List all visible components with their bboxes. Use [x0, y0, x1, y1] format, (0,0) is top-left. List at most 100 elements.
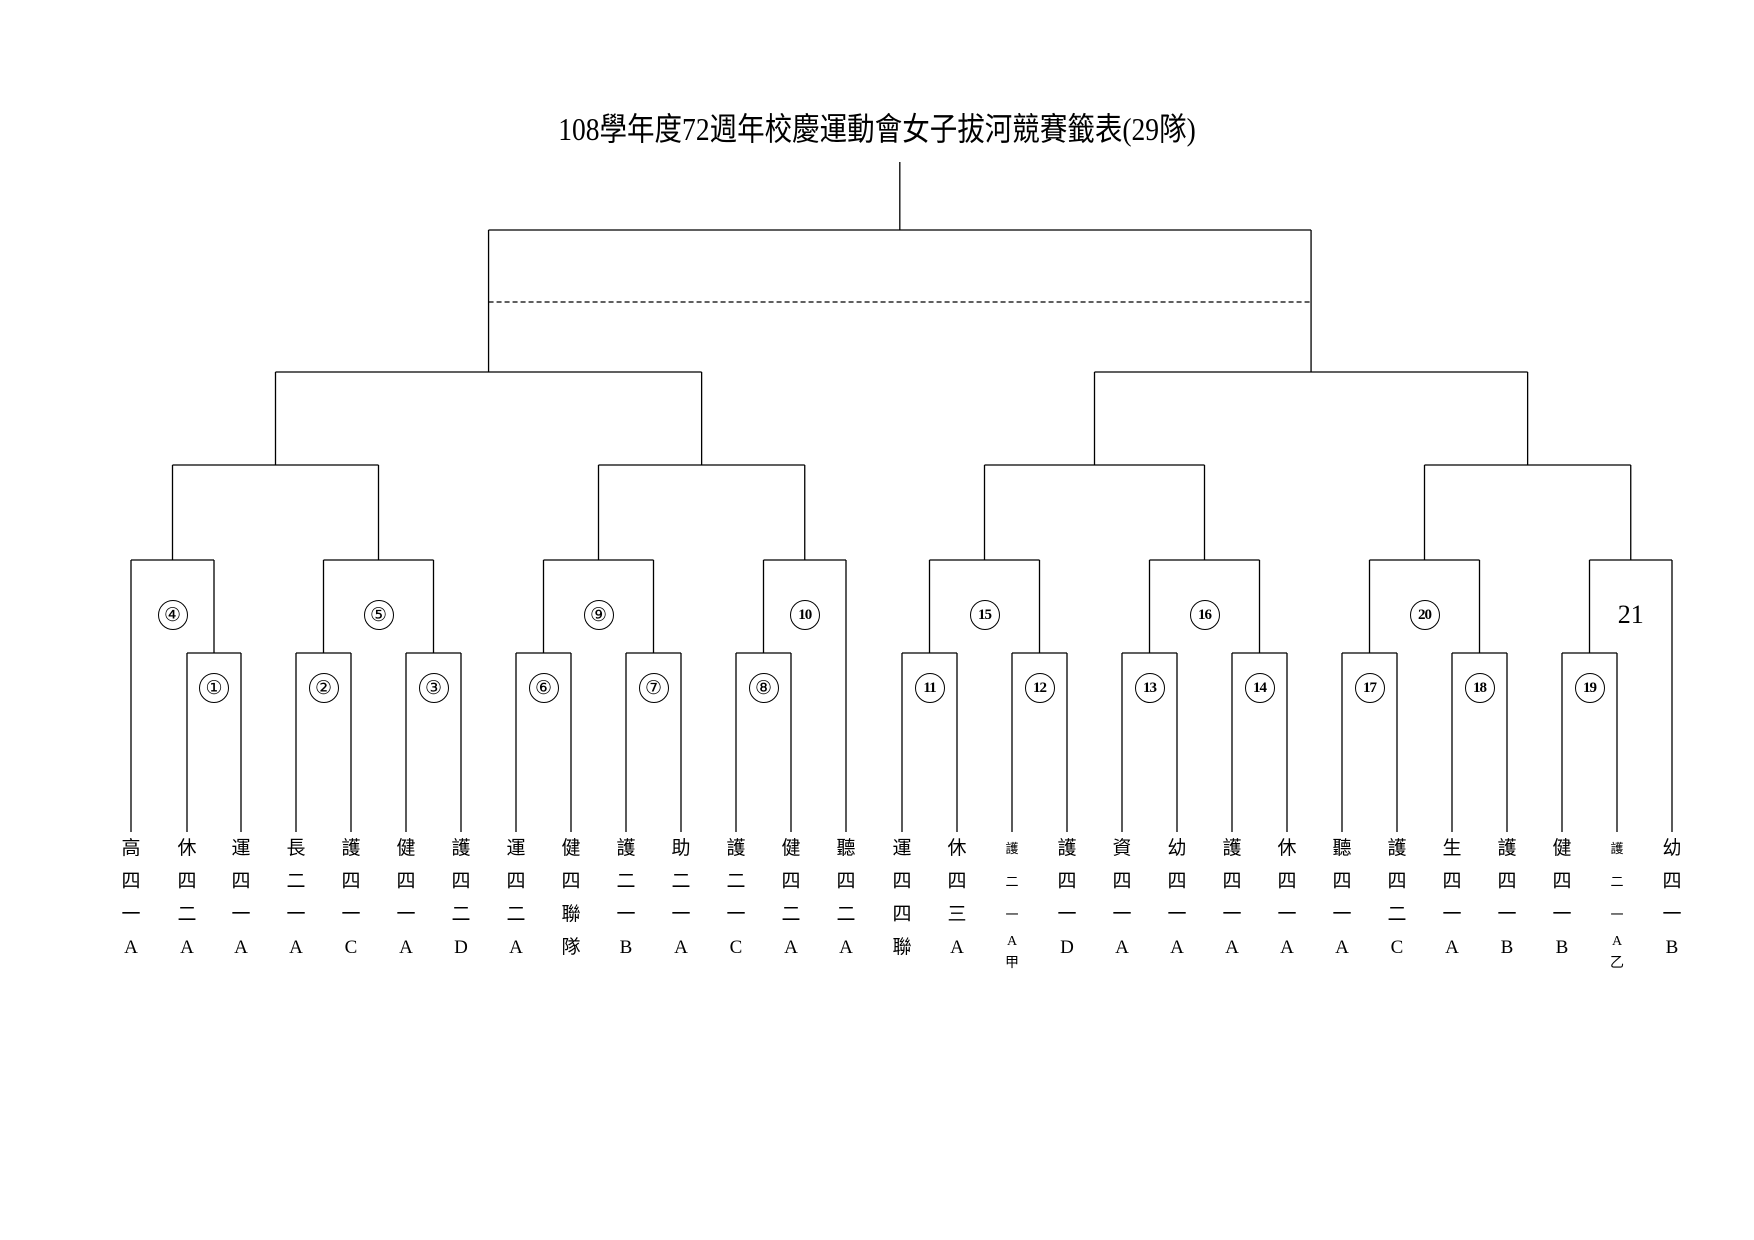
team-char: 二: [671, 871, 691, 892]
team-char: B: [1555, 937, 1569, 958]
team-char: B: [619, 937, 633, 958]
team-char: 高: [121, 838, 141, 859]
team-char: 聯: [561, 904, 581, 925]
team-char: 四: [341, 871, 361, 892]
team-char: 四: [121, 871, 141, 892]
team-char: A: [950, 937, 964, 958]
team-char: 健: [561, 838, 581, 859]
match-number-3: ③: [418, 673, 449, 703]
page-title: 108學年度72週年校慶運動會女子拔河競賽籤表(29隊): [558, 111, 1196, 147]
match-number-14: 14: [1244, 673, 1275, 703]
team-char: 聽: [1332, 838, 1352, 859]
team-char: 護: [1497, 838, 1517, 859]
match-number-17: 17: [1354, 673, 1385, 703]
team-char: 休: [1277, 838, 1297, 859]
team-char: 一: [121, 904, 141, 925]
team-char: A: [124, 937, 138, 958]
team-char: 二: [781, 904, 801, 925]
team-char: 一: [1112, 904, 1132, 925]
team-char: 四: [1057, 871, 1077, 892]
team-char: A: [674, 937, 688, 958]
team-char: A: [1170, 937, 1184, 958]
team-char: B: [1500, 937, 1514, 958]
team-char: 四: [1167, 871, 1187, 892]
team-char: 幼: [1167, 838, 1187, 859]
team-char: A: [1280, 937, 1294, 958]
team-char: 四: [1442, 871, 1462, 892]
match-number-12: 12: [1024, 673, 1055, 703]
team-char: 一: [726, 904, 746, 925]
team-char: 二: [1005, 874, 1019, 889]
team-char: 一: [1005, 907, 1019, 922]
team-char: A: [509, 937, 523, 958]
team-char: 護: [726, 838, 746, 859]
team-char: A: [1006, 934, 1018, 949]
match-number-10: 10: [789, 600, 820, 630]
team-char: A: [180, 937, 194, 958]
team-char: 四: [836, 871, 856, 892]
team-char: C: [344, 937, 358, 958]
team-char: 運: [231, 838, 251, 859]
team-char: 一: [1662, 904, 1682, 925]
team-char: 護: [451, 838, 471, 859]
team-char: 休: [177, 838, 197, 859]
match-number-8: ⑧: [748, 673, 779, 703]
match-number-9: ⑨: [583, 600, 614, 630]
team-char: 一: [1167, 904, 1187, 925]
team-char: 幼: [1662, 838, 1682, 859]
team-char: A: [399, 937, 413, 958]
team-char: 四: [1552, 871, 1572, 892]
team-char: 資: [1112, 838, 1132, 859]
team-char: 健: [396, 838, 416, 859]
team-char: 護: [616, 838, 636, 859]
team-char: 護: [1057, 838, 1077, 859]
team-char: 一: [286, 904, 306, 925]
match-number-7: ⑦: [638, 673, 669, 703]
team-char: 四: [781, 871, 801, 892]
team-char: 聽: [836, 838, 856, 859]
team-char: 一: [1332, 904, 1352, 925]
team-char: 一: [396, 904, 416, 925]
team-char: 助: [671, 838, 691, 859]
team-char: 休: [947, 838, 967, 859]
team-char: 護: [1387, 838, 1407, 859]
match-number-4: ④: [157, 600, 188, 630]
team-char: 一: [671, 904, 691, 925]
team-char: D: [454, 937, 468, 958]
team-char: 一: [231, 904, 251, 925]
team-char: 護: [1005, 841, 1019, 856]
team-char: 生: [1442, 838, 1462, 859]
team-char: 健: [1552, 838, 1572, 859]
team-char: 四: [396, 871, 416, 892]
team-char: 一: [1552, 904, 1572, 925]
team-char: A: [839, 937, 853, 958]
team-char: 隊: [561, 937, 581, 958]
team-char: 四: [1112, 871, 1132, 892]
team-char: 運: [506, 838, 526, 859]
match-number-6: ⑥: [528, 673, 559, 703]
match-number-19: 19: [1574, 673, 1605, 703]
match-number-13: 13: [1134, 673, 1165, 703]
team-char: 健: [781, 838, 801, 859]
team-char: 二: [836, 904, 856, 925]
team-char: 護: [1222, 838, 1242, 859]
match-number-11: 11: [914, 673, 945, 703]
team-char: 四: [1662, 871, 1682, 892]
team-char: 四: [1277, 871, 1297, 892]
team-char: 一: [616, 904, 636, 925]
